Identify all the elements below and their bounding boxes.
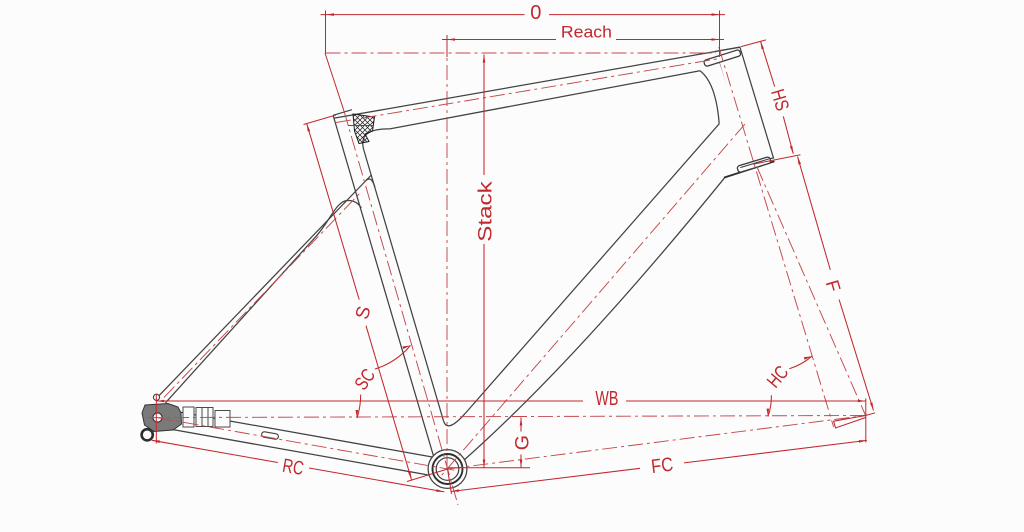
svg-text:Stack: Stack bbox=[476, 181, 497, 242]
svg-text:RC: RC bbox=[281, 455, 306, 480]
svg-text:Reach: Reach bbox=[561, 22, 612, 41]
svg-text:G: G bbox=[512, 435, 534, 450]
svg-text:0: 0 bbox=[530, 2, 541, 24]
svg-text:FC: FC bbox=[650, 454, 675, 479]
svg-text:WB: WB bbox=[595, 388, 618, 410]
svg-text:S: S bbox=[352, 304, 376, 322]
